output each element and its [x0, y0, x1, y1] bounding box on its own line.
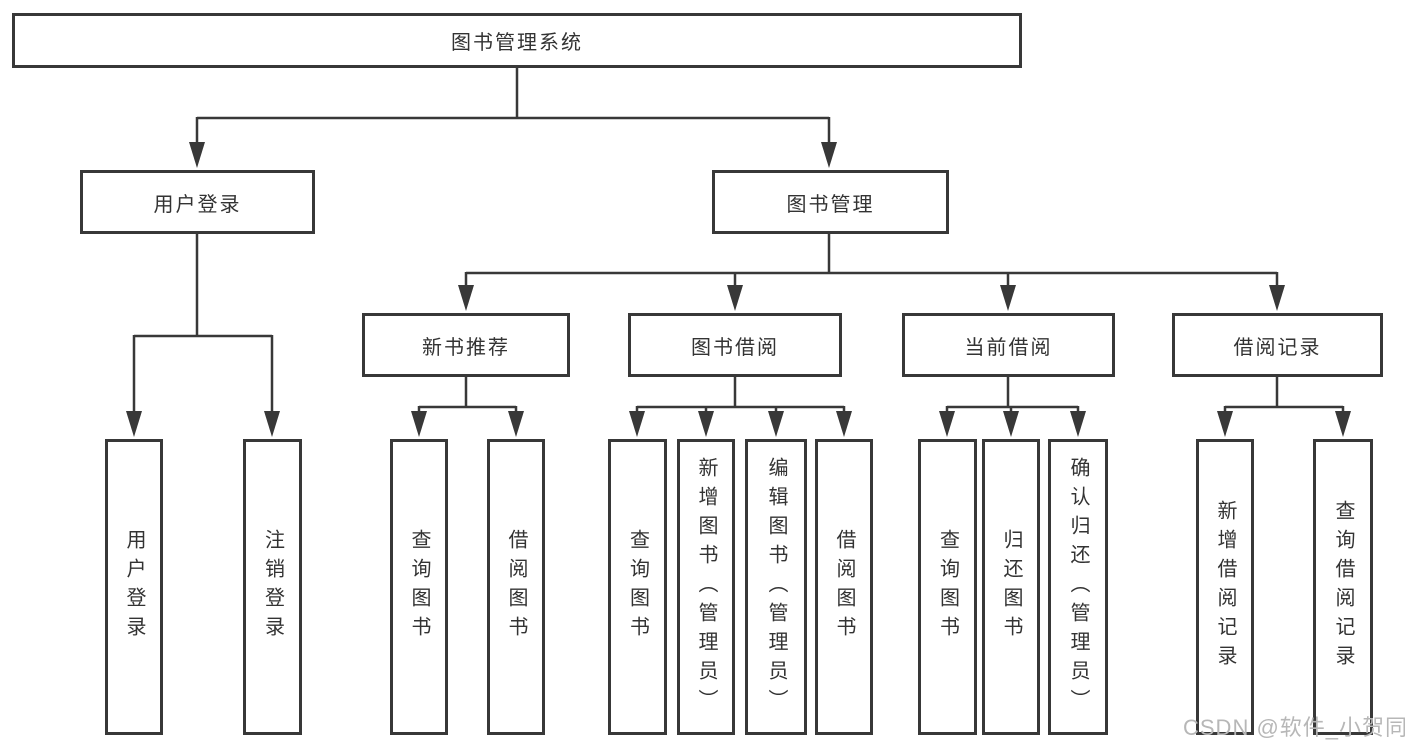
node-book-borrow: 图书借阅: [628, 313, 842, 377]
leaf-confirm-return-admin: 确认归还（管理员）: [1048, 439, 1108, 735]
node-user-login-branch: 用户登录: [80, 170, 315, 234]
leaf-borrow-books: 借阅图书: [815, 439, 873, 735]
leaf-query-books-borrow: 查询图书: [608, 439, 667, 735]
arrowheads: [126, 142, 1351, 437]
leaf-query-books-current: 查询图书: [918, 439, 977, 735]
leaf-logout: 注销登录: [243, 439, 302, 735]
node-root: 图书管理系统: [12, 13, 1022, 68]
node-new-book-recommend: 新书推荐: [362, 313, 570, 377]
csdn-watermark: CSDN @软件_小贺同学: [1183, 715, 1405, 740]
node-book-management: 图书管理: [712, 170, 949, 234]
node-borrow-records: 借阅记录: [1172, 313, 1383, 377]
connector-lines: [132, 68, 1345, 413]
leaf-query-borrow-record: 查询借阅记录: [1313, 439, 1373, 735]
node-current-borrow: 当前借阅: [902, 313, 1115, 377]
leaf-query-books-recommend: 查询图书: [390, 439, 448, 735]
leaf-add-books-admin: 新增图书（管理员）: [677, 439, 735, 735]
leaf-borrow-books-recommend: 借阅图书: [487, 439, 545, 735]
leaf-edit-books-admin: 编辑图书（管理员）: [745, 439, 807, 735]
leaf-user-login: 用户登录: [105, 439, 163, 735]
leaf-return-books: 归还图书: [982, 439, 1040, 735]
leaf-add-borrow-record: 新增借阅记录: [1196, 439, 1254, 735]
